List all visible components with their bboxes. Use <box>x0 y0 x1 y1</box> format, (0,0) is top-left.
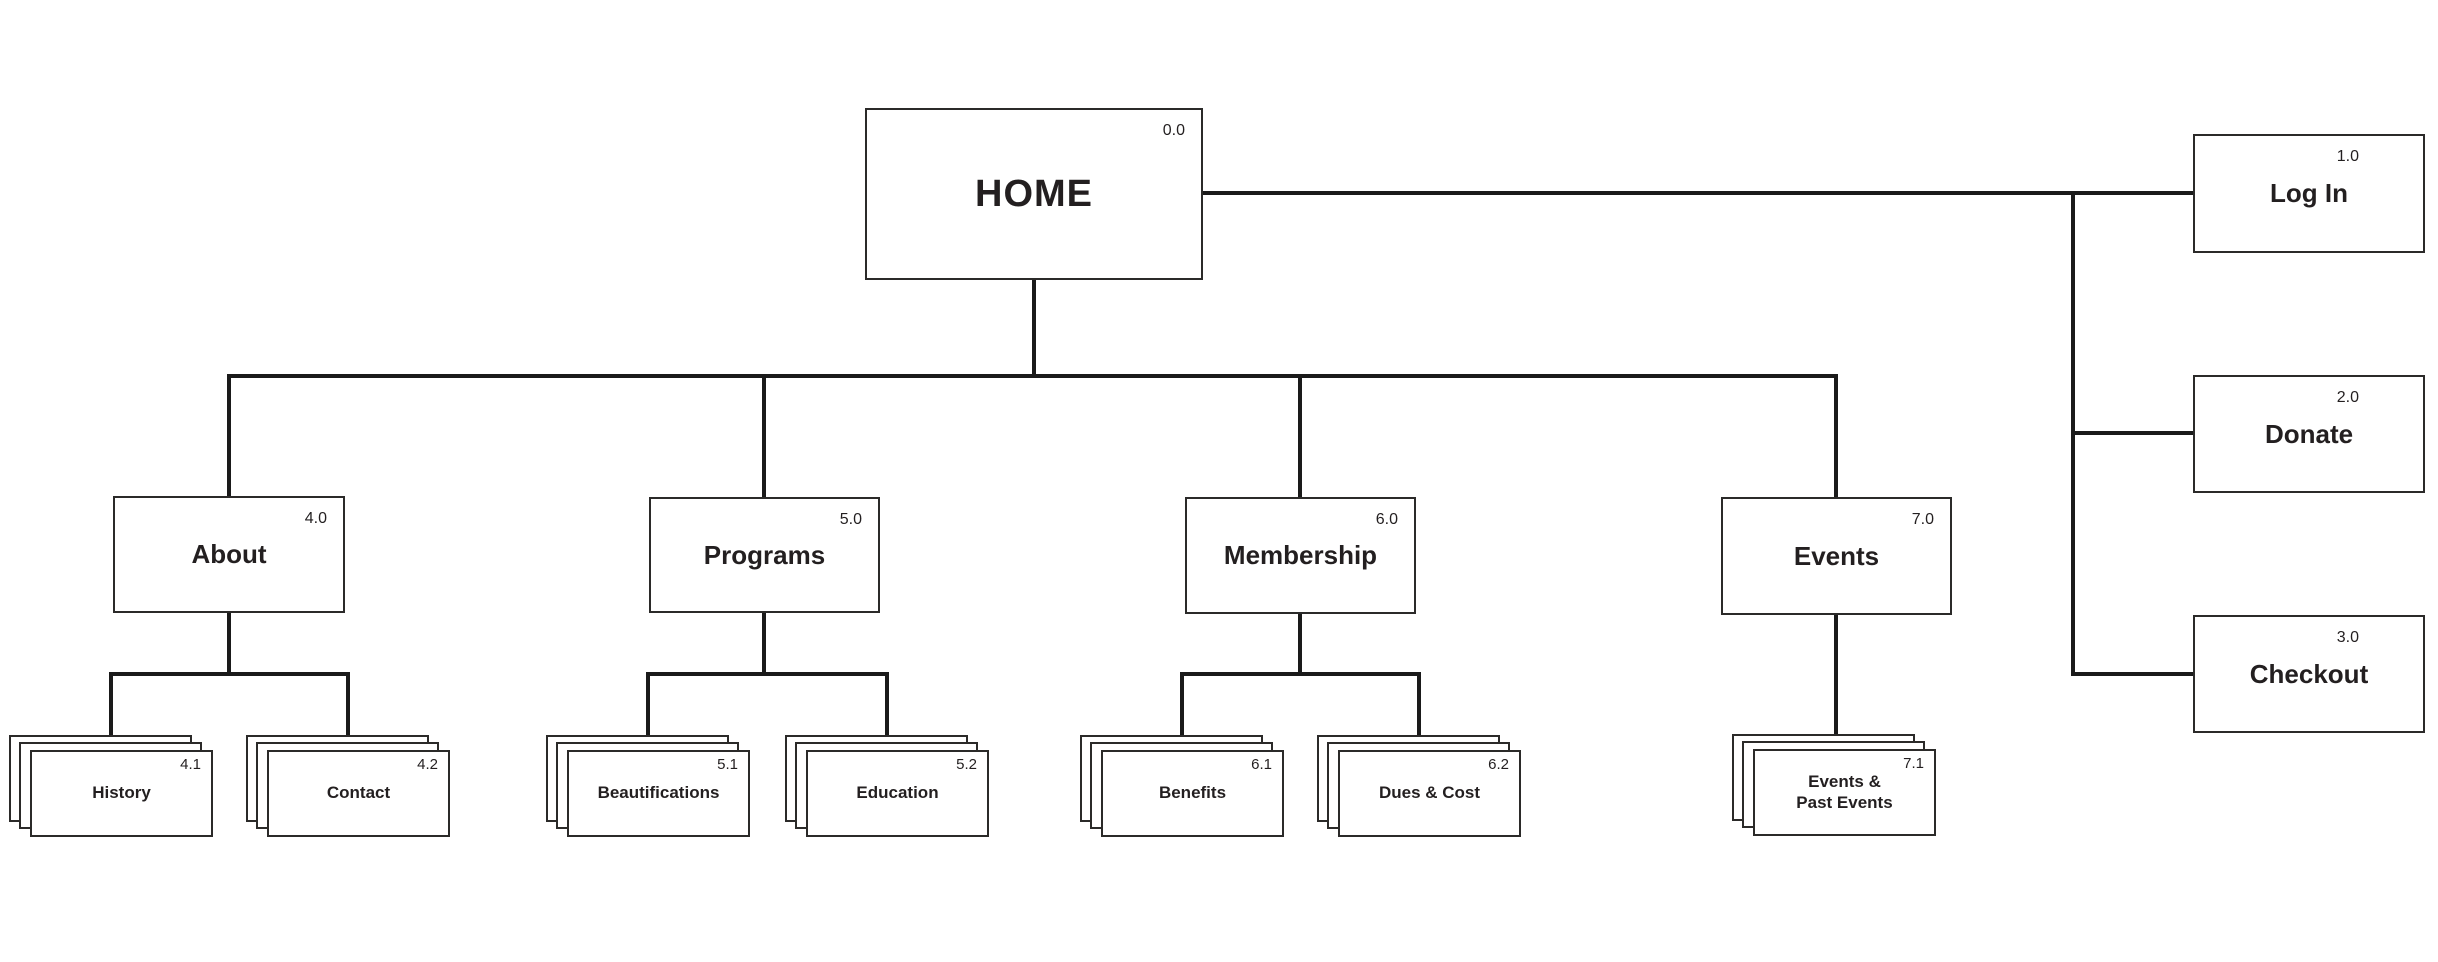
node-dues-cost[interactable]: 6.2 Dues & Cost <box>1317 735 1522 838</box>
node-beautifications[interactable]: 5.1 Beautifications <box>546 735 751 838</box>
node-education[interactable]: 5.2 Education <box>785 735 990 838</box>
node-membership[interactable]: 6.0 Membership <box>1185 497 1416 614</box>
node-label: Events <box>1793 540 1880 571</box>
node-label: HOME <box>975 172 1093 215</box>
node-number: 4.1 <box>180 756 201 773</box>
node-label: Log In <box>2270 178 2348 208</box>
node-number: 4.0 <box>304 510 327 527</box>
connector-about-down <box>227 613 231 676</box>
connector-drop-events <box>1834 376 1838 497</box>
node-number: 6.0 <box>1375 511 1398 528</box>
node-events-past-events[interactable]: 7.1 Events & Past Events <box>1732 734 1937 837</box>
stacked-page-front[interactable]: 6.1 Benefits <box>1101 750 1284 837</box>
stacked-page-front[interactable]: 7.1 Events & Past Events <box>1753 749 1936 836</box>
node-number: 2.0 <box>2336 389 2359 406</box>
node-number: 6.1 <box>1251 756 1272 773</box>
connector-home-login <box>1203 191 2193 195</box>
connector-drop-dues <box>1417 674 1421 738</box>
node-number: 7.0 <box>1911 511 1934 528</box>
connector-level2-distribution <box>227 374 1838 378</box>
node-label: Contact <box>326 783 391 803</box>
connector-home-down <box>1032 280 1036 378</box>
connector-drop-benefits <box>1180 674 1184 738</box>
connector-trunk-donate <box>2073 431 2193 435</box>
connector-programs-down <box>762 613 766 676</box>
node-programs[interactable]: 5.0 Programs <box>649 497 880 613</box>
node-label: Benefits <box>1158 783 1227 803</box>
node-history[interactable]: 4.1 History <box>9 735 214 838</box>
node-label: Donate <box>2264 418 2354 449</box>
connector-drop-programs <box>762 376 766 497</box>
connector-drop-education <box>885 674 889 738</box>
node-benefits[interactable]: 6.1 Benefits <box>1080 735 1285 838</box>
node-donate[interactable]: 2.0 Donate <box>2193 375 2425 493</box>
node-contact[interactable]: 4.2 Contact <box>246 735 451 838</box>
node-number: 5.1 <box>717 756 738 773</box>
node-login[interactable]: 1.0 Log In <box>2193 134 2425 253</box>
connector-membership-children <box>1180 672 1421 676</box>
connector-membership-down <box>1298 614 1302 676</box>
stacked-page-front[interactable]: 5.2 Education <box>806 750 989 837</box>
connector-programs-children <box>646 672 889 676</box>
node-number: 1.0 <box>2336 148 2359 165</box>
node-label: History <box>92 783 151 803</box>
node-label: Beautifications <box>597 783 720 803</box>
stacked-page-front[interactable]: 5.1 Beautifications <box>567 750 750 837</box>
node-number: 5.0 <box>839 511 862 528</box>
node-number: 3.0 <box>2336 629 2359 646</box>
stacked-page-front[interactable]: 4.2 Contact <box>267 750 450 837</box>
node-home[interactable]: 0.0 HOME <box>865 108 1203 280</box>
node-label: Events & Past Events <box>1796 772 1893 812</box>
node-number: 6.2 <box>1488 756 1509 773</box>
node-about[interactable]: 4.0 About <box>113 496 345 613</box>
node-number: 7.1 <box>1903 755 1924 772</box>
stacked-page-front[interactable]: 6.2 Dues & Cost <box>1338 750 1521 837</box>
stacked-page-front[interactable]: 4.1 History <box>30 750 213 837</box>
node-checkout[interactable]: 3.0 Checkout <box>2193 615 2425 733</box>
node-number: 0.0 <box>1162 122 1185 139</box>
node-label: Programs <box>703 539 826 570</box>
node-label: Dues & Cost <box>1378 783 1481 803</box>
connector-drop-about <box>227 376 231 497</box>
node-label: Checkout <box>2249 658 2369 689</box>
node-label: Education <box>856 783 939 803</box>
connector-about-children <box>109 672 350 676</box>
connector-events-down <box>1834 615 1838 739</box>
connector-drop-history <box>109 674 113 738</box>
node-number: 5.2 <box>956 756 977 773</box>
node-number: 4.2 <box>417 756 438 773</box>
node-label: Membership <box>1223 540 1378 570</box>
connector-trunk-checkout <box>2073 672 2193 676</box>
node-events[interactable]: 7.0 Events <box>1721 497 1952 615</box>
connector-drop-beautifications <box>646 674 650 738</box>
connector-drop-membership <box>1298 376 1302 497</box>
node-label: About <box>191 539 267 569</box>
connector-drop-contact <box>346 674 350 738</box>
